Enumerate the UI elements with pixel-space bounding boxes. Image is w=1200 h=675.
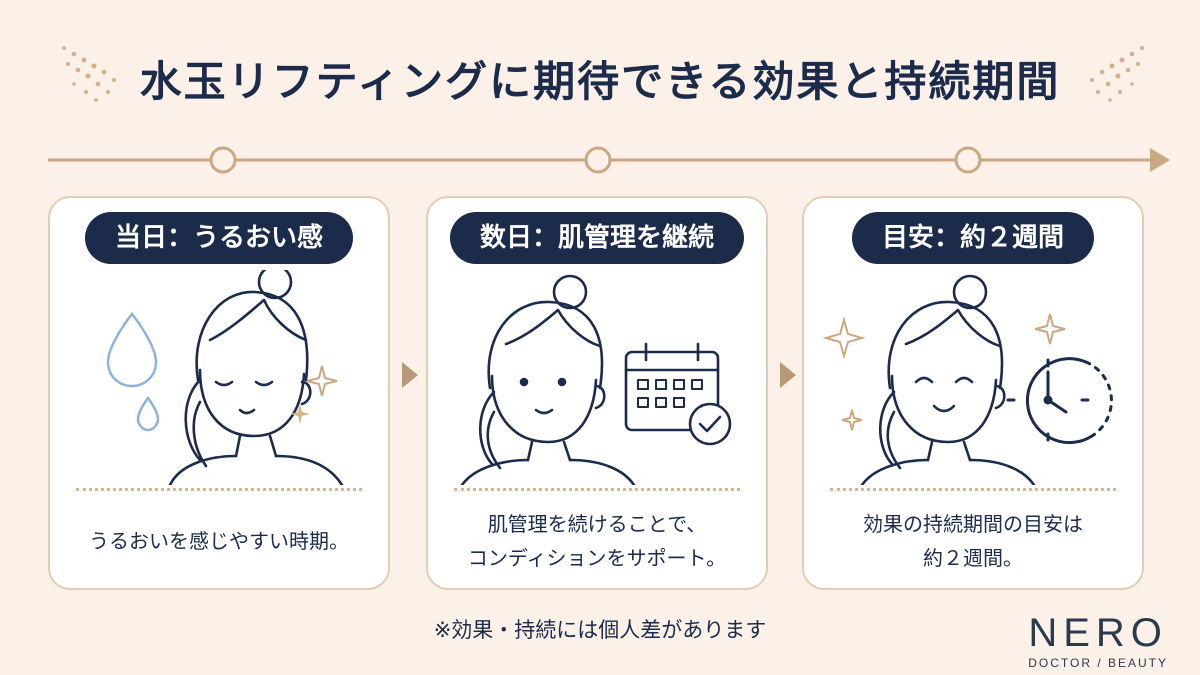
description-line: 肌管理を続けることで、: [487, 512, 707, 536]
woman-clock-illustration: [822, 274, 1113, 485]
brand-subtitle: DOCTOR / BEAUTY: [1028, 656, 1168, 670]
timeline-arrow: [48, 146, 1170, 174]
timeline-node-3: [954, 146, 982, 174]
sparkle-icon: [290, 404, 310, 424]
step-arrow-icon: [780, 362, 796, 388]
description-line: 効果の持続期間の目安は: [863, 512, 1083, 536]
step-label: 当日：うるおい感: [84, 212, 354, 264]
step-label: 数日：肌管理を継続: [449, 212, 745, 264]
sparkle-icon: [306, 365, 338, 397]
decorative-dots-right: [1090, 46, 1144, 102]
step-description: うるおいを感じやすい時期。: [50, 500, 388, 582]
step-description: 肌管理を続けることで、 コンディションをサポート。: [428, 500, 766, 582]
dotted-separator: [454, 488, 740, 491]
description-line: うるおいを感じやすい時期。: [89, 529, 349, 553]
footnote: ※効果・持続には個人差があります: [433, 618, 767, 642]
timeline-node-1: [209, 146, 237, 174]
clock-icon: [1006, 357, 1113, 445]
woman-water-illustration: [106, 270, 344, 485]
timeline-node-2: [584, 146, 612, 174]
step-card-2: 数日：肌管理を継続: [426, 196, 768, 590]
woman-calendar-illustration: [460, 274, 732, 485]
step-card-3: 目安：約２週間: [802, 196, 1144, 590]
step-arrow-icon: [402, 362, 418, 388]
small-water-drop-icon: [136, 395, 160, 432]
step-label: 目安：約２週間: [851, 212, 1095, 264]
dotted-separator: [830, 488, 1116, 491]
dotted-separator: [76, 488, 362, 491]
description-line: コンディションをサポート。: [467, 546, 727, 570]
page-title: 水玉リフティングに期待できる効果と持続期間: [139, 57, 1061, 106]
step-card-1: 当日：うるおい感 うるおいを感じやすい時期。: [48, 196, 390, 590]
brand-name: NERO: [1028, 611, 1168, 655]
description-line: 約２週間。: [923, 546, 1023, 570]
calendar-check-icon: [624, 342, 732, 446]
sparkle-icon: [1034, 313, 1066, 345]
step-description: 効果の持続期間の目安は 約２週間。: [804, 500, 1142, 582]
decorative-dots-left: [62, 46, 116, 102]
sparkle-icon: [822, 316, 866, 360]
brand-logo: NERO DOCTOR / BEAUTY: [1028, 612, 1168, 670]
water-drop-icon: [106, 311, 158, 388]
sparkle-icon: [841, 409, 863, 431]
